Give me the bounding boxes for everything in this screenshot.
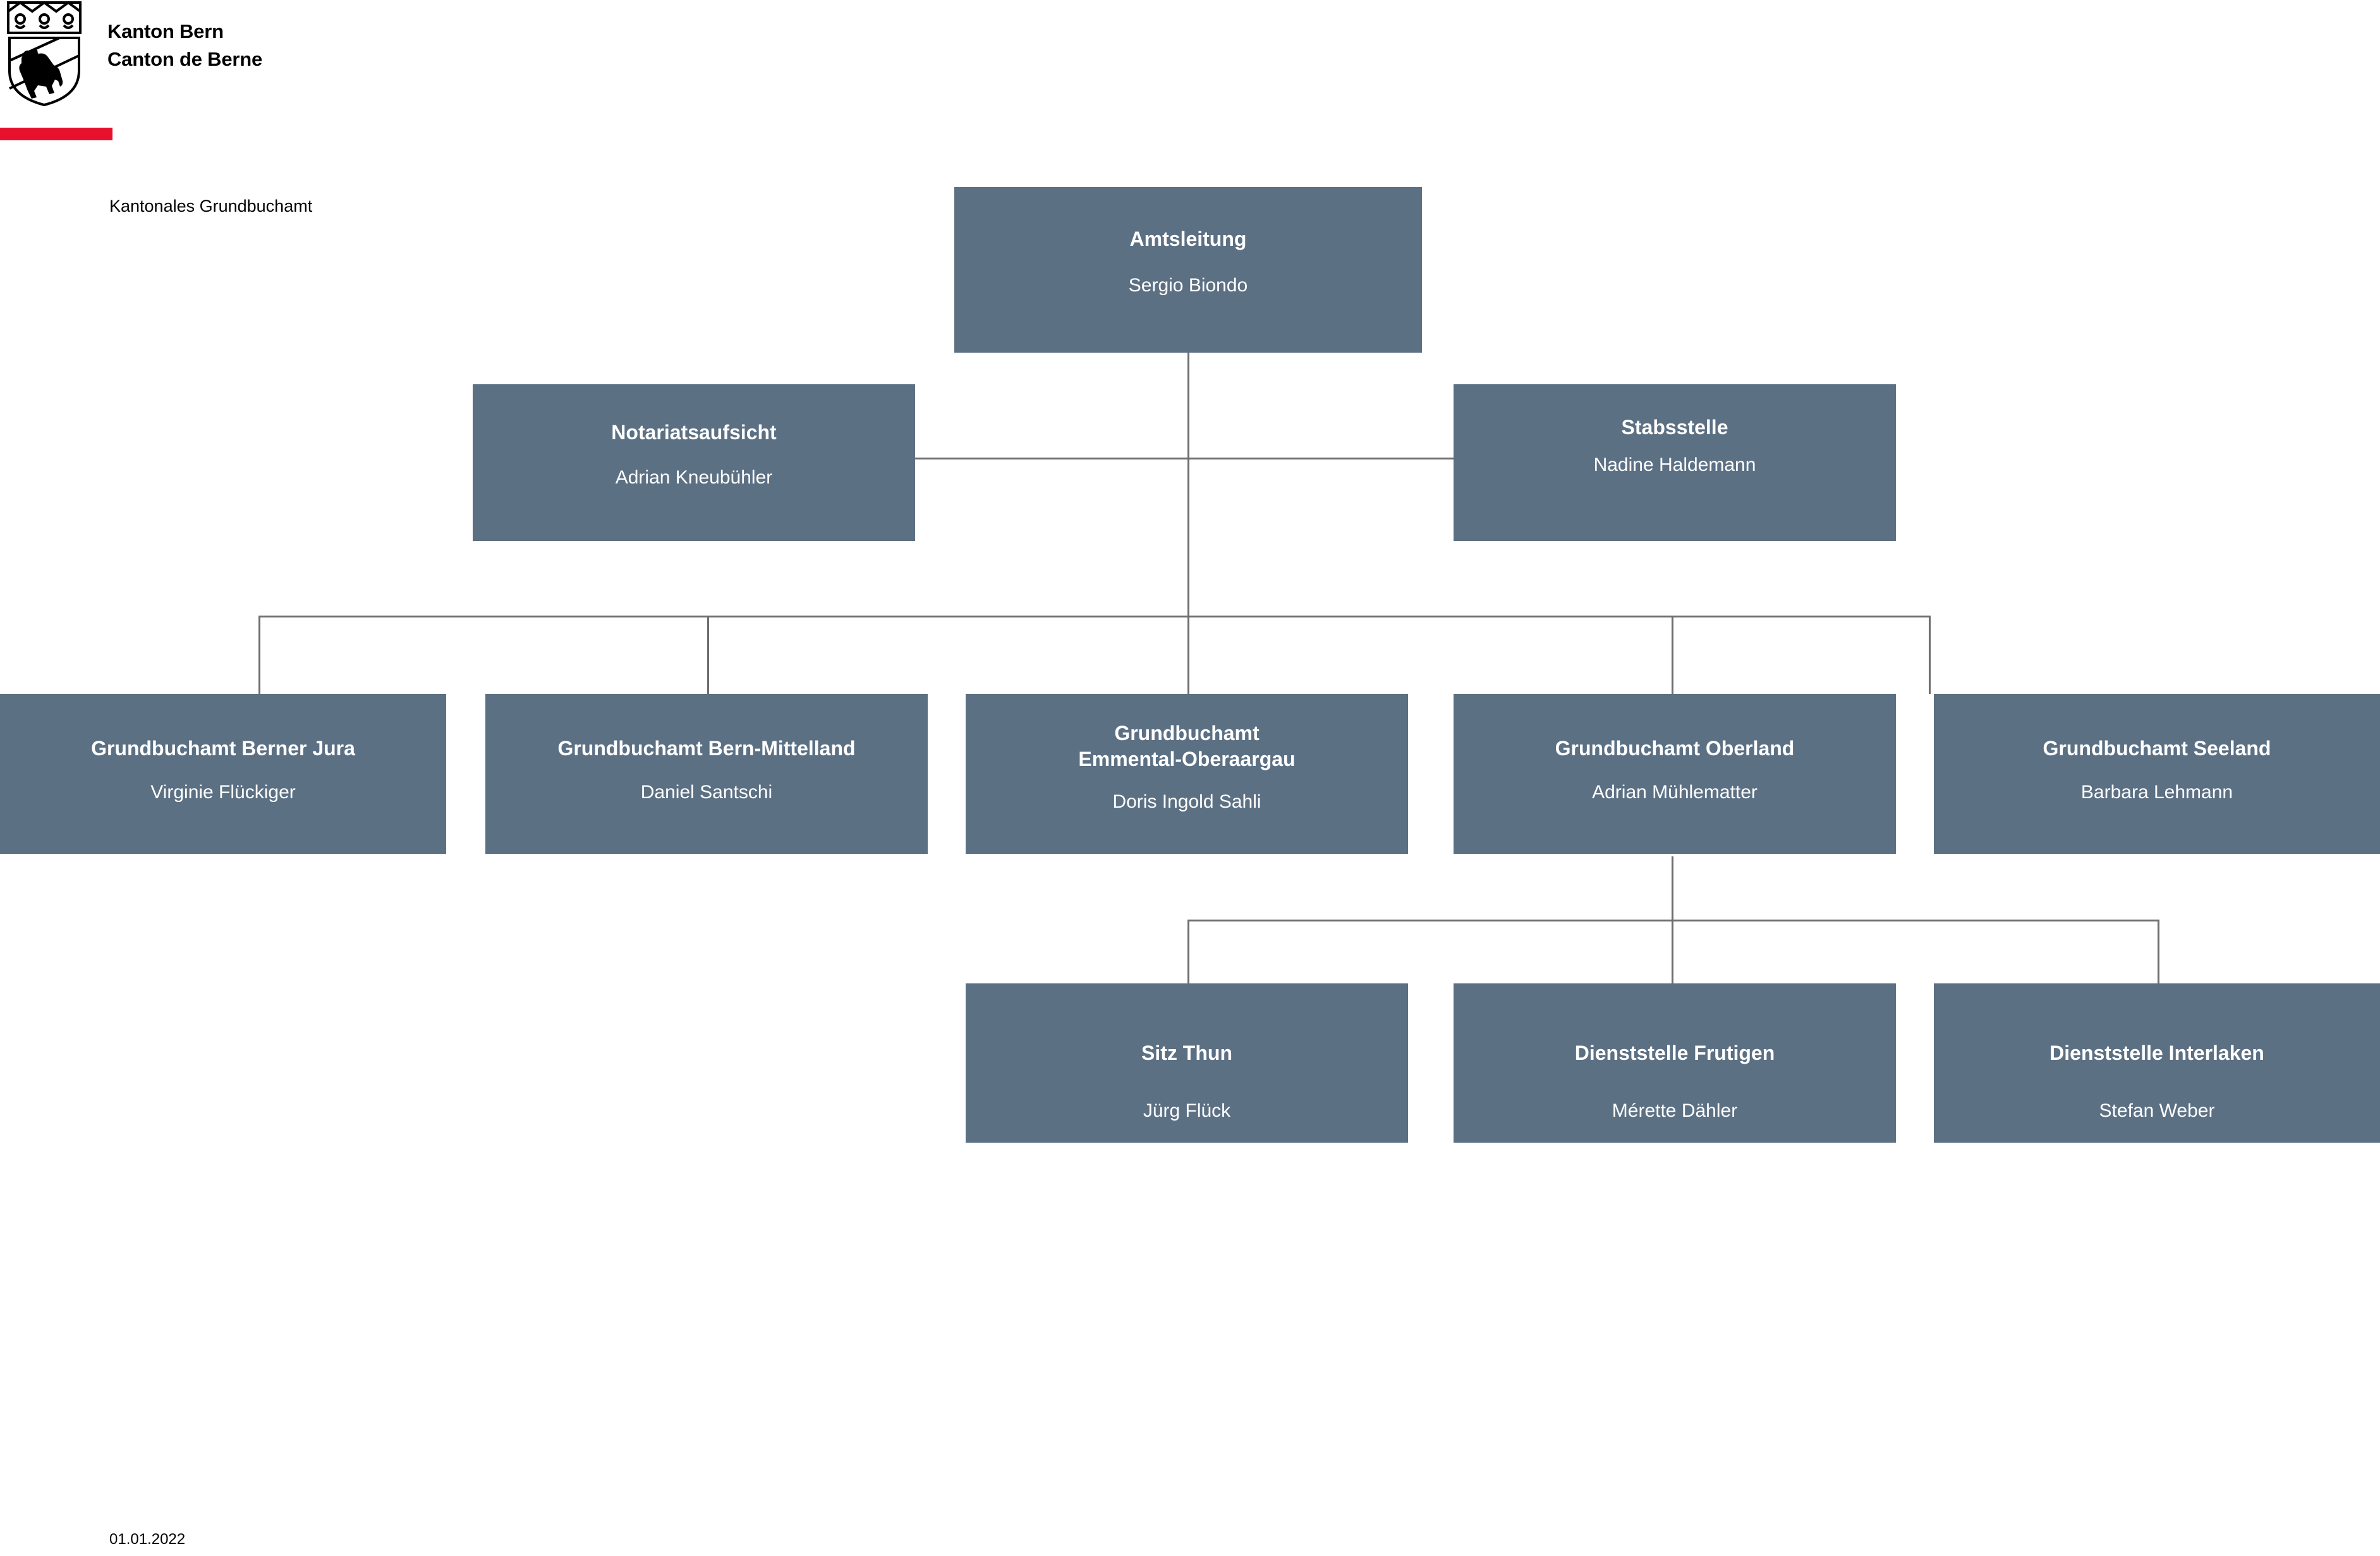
connector-drop-berner-jura — [258, 616, 260, 694]
node-person: Daniel Santschi — [640, 781, 773, 803]
node-grundbuchamt-seeland[interactable]: Grundbuchamt Seeland Barbara Lehmann — [1934, 694, 2380, 854]
node-title: Dienststelle Frutigen — [1574, 1042, 1775, 1064]
connector-drop-interlaken — [2158, 920, 2159, 983]
logo-wordmark: Kanton Bern Canton de Berne — [107, 18, 262, 73]
node-dienststelle-frutigen[interactable]: Dienststelle Frutigen Mérette Dähler — [1454, 983, 1896, 1143]
node-notariatsaufsicht[interactable]: Notariatsaufsicht Adrian Kneubühler — [473, 384, 915, 541]
footer-date: 01.01.2022 — [109, 1531, 186, 1548]
node-title: Stabsstelle — [1621, 416, 1728, 439]
node-grundbuchamt-emmental-oberaargau[interactable]: Grundbuchamt Emmental-Oberaargau Doris I… — [966, 694, 1408, 854]
node-person: Adrian Kneubühler — [615, 466, 773, 488]
connector-drop-emmental — [1187, 616, 1189, 694]
node-title: Sitz Thun — [1141, 1042, 1232, 1064]
kanton-bern-logo: Kanton Bern Canton de Berne — [0, 0, 392, 145]
node-sitz-thun[interactable]: Sitz Thun Jürg Flück — [966, 983, 1408, 1143]
connector-drop-mittelland — [707, 616, 709, 694]
node-stabsstelle[interactable]: Stabsstelle Nadine Haldemann — [1454, 384, 1896, 541]
node-person: Mérette Dähler — [1612, 1100, 1738, 1121]
node-grundbuchamt-berner-jura[interactable]: Grundbuchamt Berner Jura Virginie Flücki… — [0, 694, 446, 854]
unit-caption: Kantonales Grundbuchamt — [109, 197, 313, 216]
connector-staff-bar — [914, 458, 1454, 459]
node-title: Grundbuchamt Seeland — [2043, 737, 2271, 760]
node-title: Grundbuchamt Berner Jura — [91, 737, 355, 760]
connector-drop-frutigen — [1672, 920, 1673, 983]
connector-drop-thun — [1187, 920, 1189, 983]
node-title: Grundbuchamt Oberland — [1555, 737, 1795, 760]
node-title: Grundbuchamt Bern-Mittelland — [557, 737, 856, 760]
logo-line-fr: Canton de Berne — [107, 48, 263, 71]
node-person: Stefan Weber — [2099, 1100, 2215, 1121]
connector-drop-oberland — [1672, 616, 1673, 694]
connector-bus-level2 — [258, 616, 1931, 617]
connector-drop-seeland — [1929, 616, 1931, 694]
node-person: Virginie Flückiger — [150, 781, 296, 803]
node-amtsleitung[interactable]: Amtsleitung Sergio Biondo — [954, 187, 1422, 353]
node-title: Amtsleitung — [1129, 228, 1247, 250]
bern-bear-coat-of-arms-icon — [7, 1, 82, 107]
node-dienststelle-interlaken[interactable]: Dienststelle Interlaken Stefan Weber — [1934, 983, 2380, 1143]
node-person: Adrian Mühlematter — [1592, 781, 1758, 803]
node-person: Nadine Haldemann — [1593, 454, 1756, 475]
node-person: Jürg Flück — [1143, 1100, 1231, 1121]
node-person: Barbara Lehmann — [2080, 781, 2233, 803]
node-title: Grundbuchamt Emmental-Oberaargau — [1078, 722, 1296, 770]
connector-trunk-main — [1187, 353, 1189, 617]
node-grundbuchamt-oberland[interactable]: Grundbuchamt Oberland Adrian Mühlematter — [1454, 694, 1896, 854]
connector-trunk-oberland — [1672, 856, 1673, 920]
node-title: Notariatsaufsicht — [611, 421, 777, 444]
node-grundbuchamt-bern-mittelland[interactable]: Grundbuchamt Bern-Mittelland Daniel Sant… — [485, 694, 928, 854]
node-person: Doris Ingold Sahli — [1112, 791, 1261, 812]
logo-line-de: Kanton Bern — [107, 20, 224, 42]
node-person: Sergio Biondo — [1128, 274, 1248, 296]
brand-accent-bar — [0, 128, 112, 140]
node-title: Dienststelle Interlaken — [2049, 1042, 2264, 1064]
